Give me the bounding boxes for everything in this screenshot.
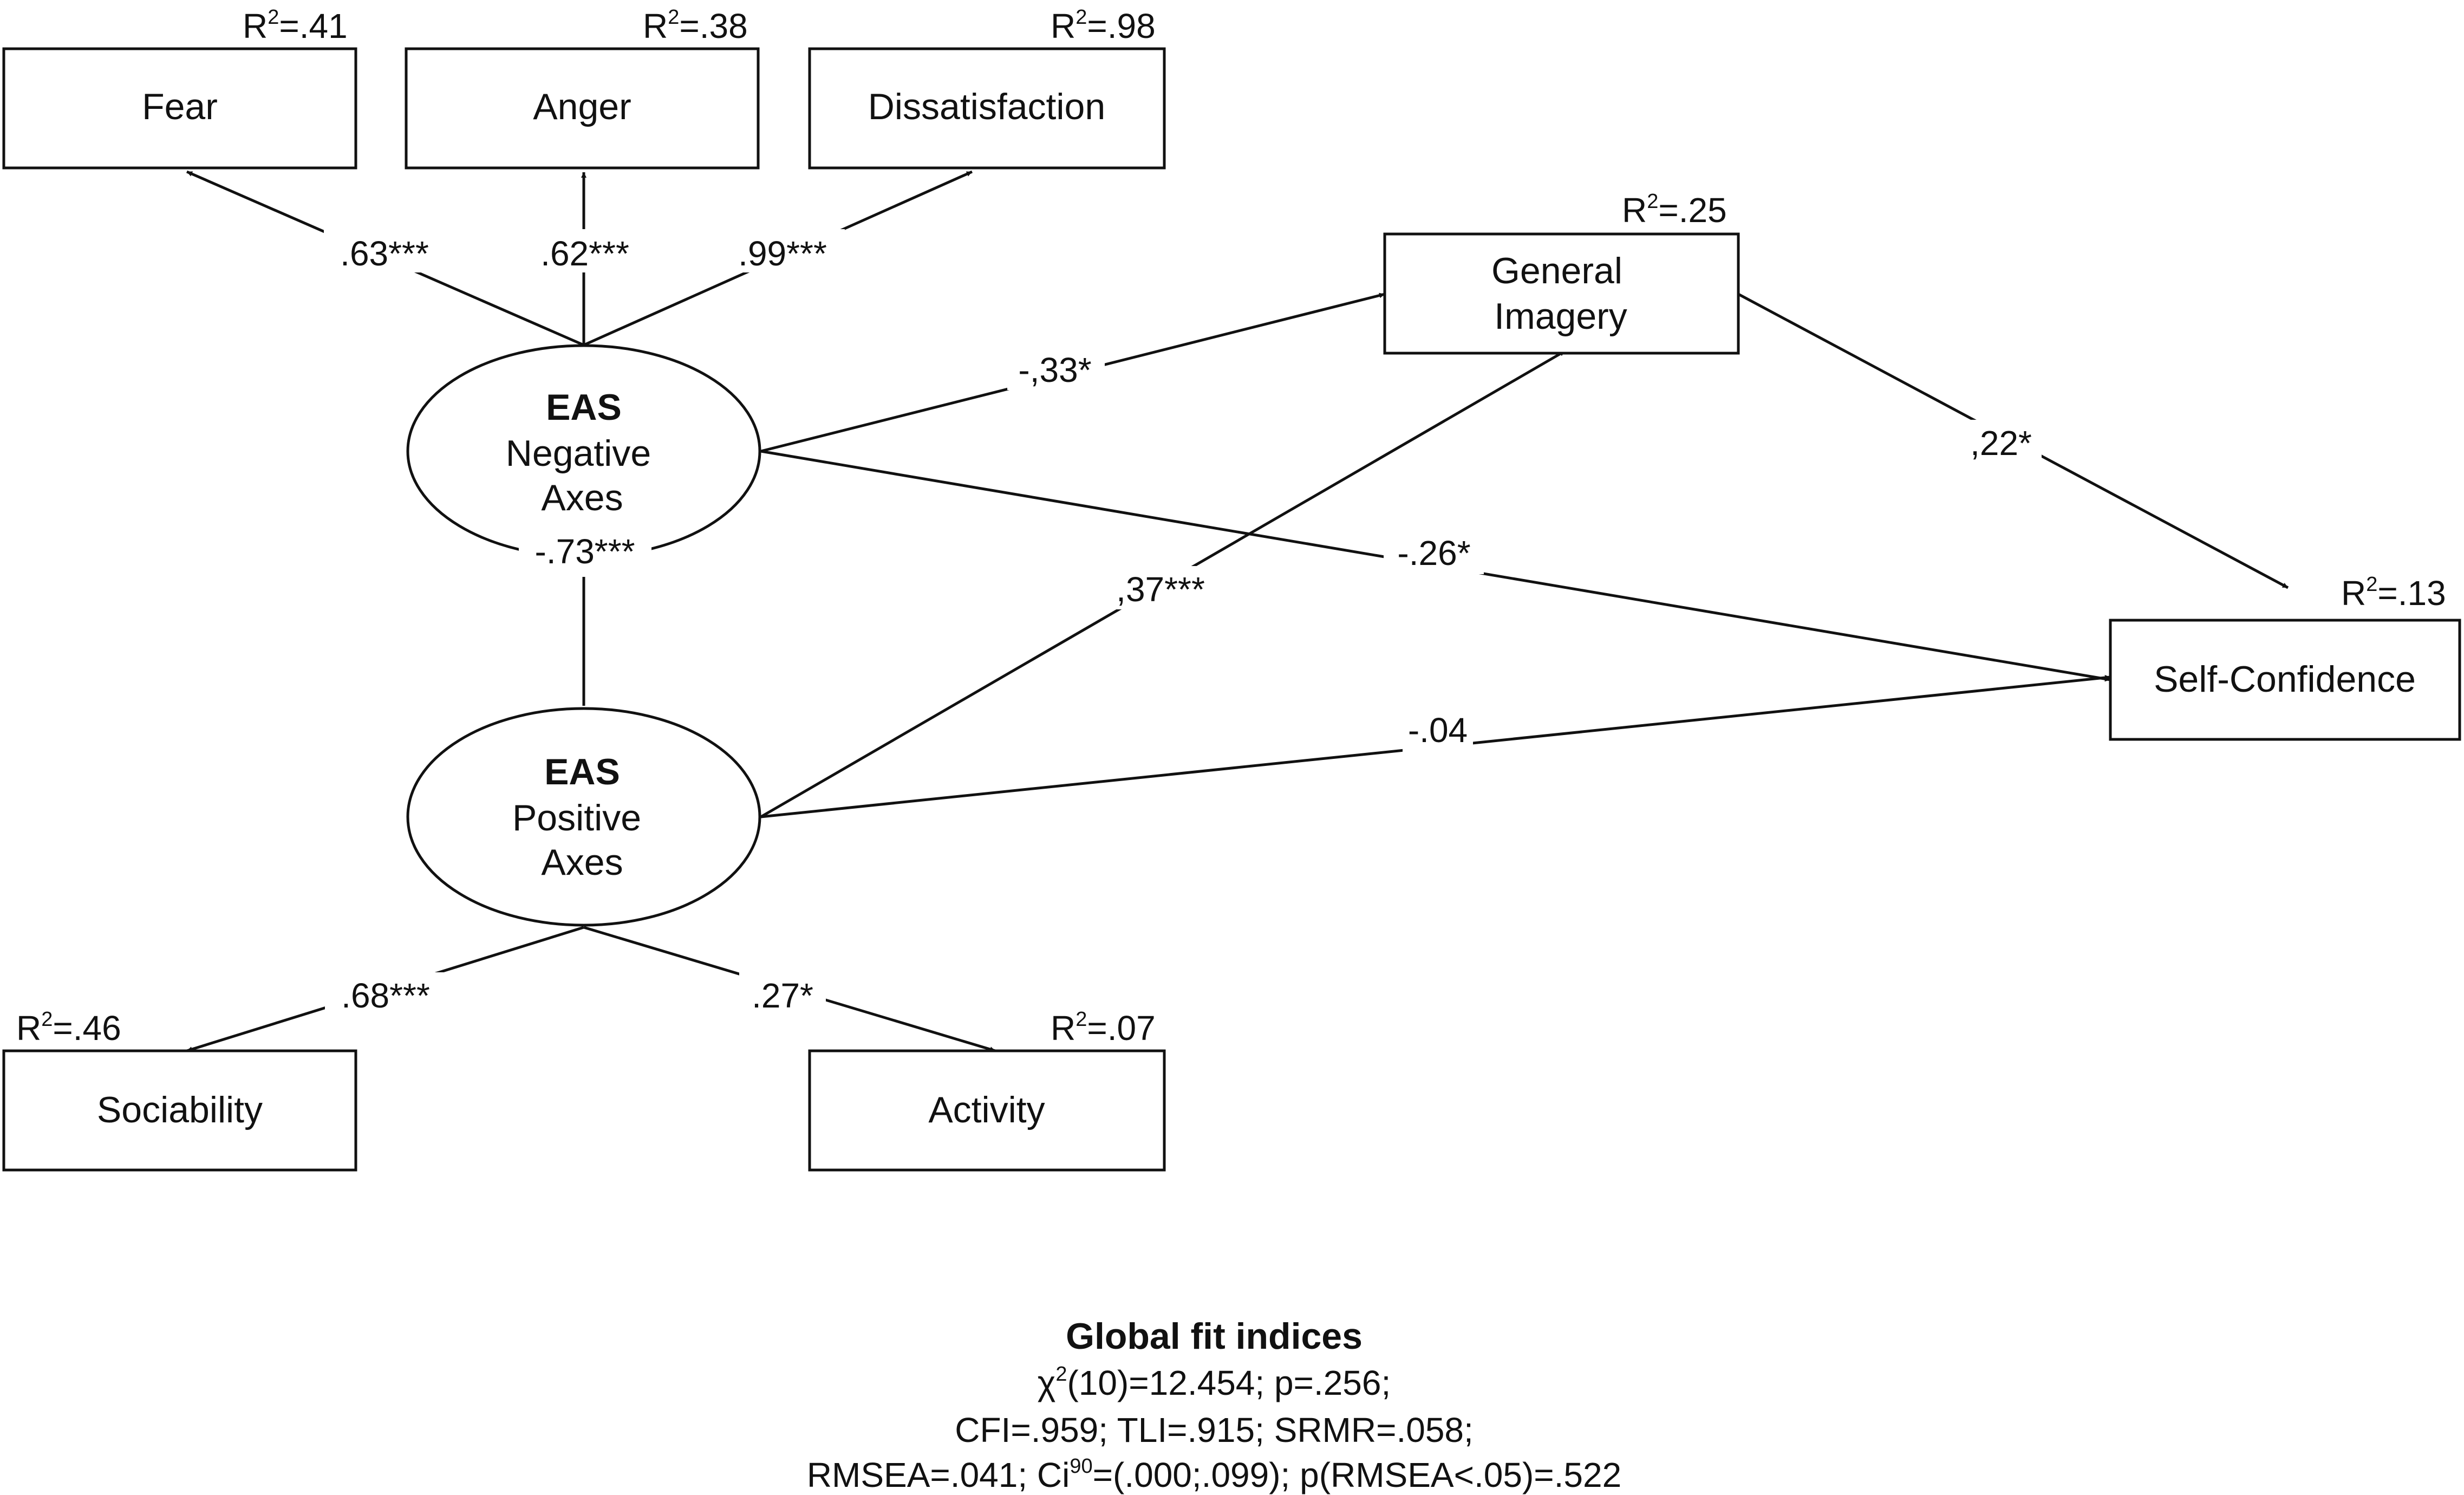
latent-positive-line3: Axes [541,842,623,883]
latent-negative-line1: EAS [546,387,622,428]
fit-title: Global fit indices [1066,1316,1363,1357]
latent-positive: EAS Positive Axes [406,707,761,927]
r2-fear: R2=.41 [243,6,348,46]
r2-sociability: R2=.46 [16,1008,121,1048]
r2-general-imagery: R2=.25 [1622,190,1727,230]
fit-rmsea: RMSEA=.041; Ci90=(.000;.099); p(RMSEA<.0… [807,1455,1621,1494]
coef-neg-imagery: -,33* [1018,350,1091,389]
coef-neg-pos: -.73*** [535,532,635,571]
fit-chi-square: χ2(10)=12.454; p=.256; [1038,1363,1391,1402]
sociability-label: Sociability [97,1089,263,1130]
box-fear: Fear [2,47,357,170]
coef-pos-activity: .27* [752,976,813,1015]
path-lines [186,170,2289,1052]
latent-positive-line2: Positive [512,797,641,838]
self-confidence-label: Self-Confidence [2154,659,2416,700]
fit-indices: Global fit indices χ2(10)=12.454; p=.256… [807,1316,1621,1494]
coef-pos-sociability: .68*** [341,976,430,1015]
general-imagery-label-line1: General [1491,250,1622,291]
activity-label: Activity [928,1089,1045,1130]
latent-positive-line1: EAS [544,751,620,792]
path-coefficients: .63*** .62*** .99*** -.73*** -,33* -.26*… [324,229,2042,1016]
coef-imagery-selfconf: ,22* [1970,424,2032,463]
coef-neg-selfconf: -.26* [1397,534,1470,573]
r2-anger: R2=.38 [643,6,748,46]
box-dissatisfaction: Dissatisfaction [808,47,1166,170]
box-activity: Activity [808,1049,1166,1172]
latent-negative-line2: Negative [506,433,651,474]
box-general-imagery: General Imagery [1383,232,1740,355]
fear-label: Fear [142,86,218,127]
r2-dissatisfaction: R2=.98 [1051,6,1156,46]
latent-negative-line3: Axes [541,477,623,518]
latent-negative: EAS Negative Axes [406,344,761,558]
coef-pos-imagery: ,37*** [1116,570,1205,609]
fit-cfi-tli-srmr: CFI=.959; TLI=.915; SRMR=.058; [955,1410,1474,1450]
box-anger: Anger [405,47,760,170]
r2-self-confidence: R2=.13 [2341,573,2446,613]
dissatisfaction-label: Dissatisfaction [868,86,1105,127]
coef-pos-selfconf: -.04 [1408,711,1468,750]
coef-neg-anger: .62*** [540,234,629,273]
coef-neg-fear: .63*** [340,234,429,273]
coef-neg-dissatisfaction: .99*** [738,234,827,273]
anger-label: Anger [533,86,631,127]
box-self-confidence: Self-Confidence [2109,619,2461,741]
general-imagery-label-line2: Imagery [1494,296,1627,337]
r2-labels: R2=.41 R2=.38 R2=.98 R2=.25 R2=.13 R2=.4… [16,6,2446,1048]
r2-activity: R2=.07 [1051,1008,1156,1048]
box-sociability: Sociability [2,1049,357,1172]
